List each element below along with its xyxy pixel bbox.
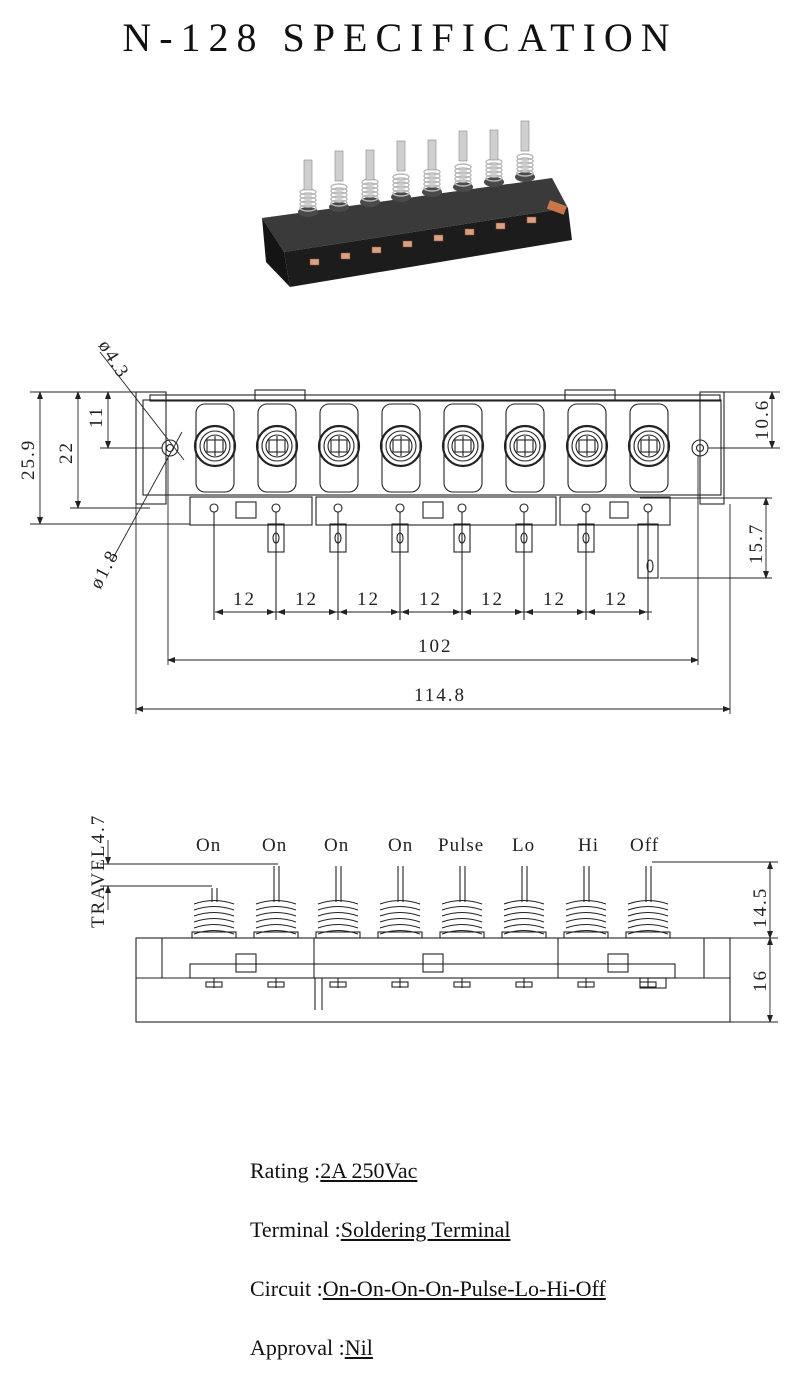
position-label: On (196, 835, 221, 856)
switch-housing (565, 403, 609, 493)
product-illustration (262, 120, 572, 287)
dim-travel: TRAVEL4.7 (88, 814, 109, 928)
illu-tab (402, 240, 413, 248)
spec-label: Terminal : (250, 1217, 341, 1242)
dim-height-22: 22 (56, 441, 77, 464)
terminal-pin (329, 503, 347, 620)
pitch-label: 12 (543, 589, 566, 610)
illu-tab (526, 216, 537, 224)
illu-plunger (515, 120, 535, 182)
spring-plunger (377, 866, 423, 988)
illu-plunger (298, 159, 318, 217)
dim-width-102: 102 (418, 636, 453, 657)
page-title: N-128 SPECIFICATION (122, 15, 678, 60)
terminal-pin (209, 503, 219, 620)
illu-plunger (484, 129, 504, 187)
spec-value: On-On-On-On-Pulse-Lo-Hi-Off (322, 1276, 606, 1301)
position-label: Off (630, 835, 659, 856)
spec-list: Rating :2A 250Vac Terminal :Soldering Te… (250, 1158, 606, 1394)
dim-hole-dia: ø4.3 (94, 337, 134, 383)
dim-height-16: 16 (750, 969, 771, 992)
spring-plunger (563, 866, 609, 988)
pitch-label: 12 (357, 589, 380, 610)
switch-housing (193, 403, 237, 493)
spec-circuit: Circuit :On-On-On-On-Pulse-Lo-Hi-Off (250, 1276, 606, 1335)
spec-approval: Approval :Nil (250, 1335, 606, 1394)
pitch-label: 12 (295, 589, 318, 610)
illu-plunger (360, 149, 380, 207)
position-label: Hi (578, 835, 599, 856)
spec-value: 2A 250Vac (320, 1158, 418, 1183)
illu-tab (495, 222, 506, 230)
position-label: Pulse (438, 835, 484, 856)
dim-height-25-9: 25.9 (18, 439, 39, 480)
spring-plunger (253, 866, 299, 988)
spec-label: Rating : (250, 1158, 321, 1183)
terminal-pin (267, 503, 285, 620)
dim-pin-dia: ø1.8 (86, 546, 124, 592)
side-view (135, 866, 731, 1023)
spec-value: Soldering Terminal (340, 1217, 511, 1242)
illu-plunger (422, 139, 442, 197)
pitch-label: 12 (481, 589, 504, 610)
pitch-label: 12 (605, 589, 628, 610)
spec-label: Approval : (250, 1335, 345, 1360)
spring-plunger (191, 888, 237, 988)
terminal-pin (453, 503, 471, 620)
dim-height-14-5: 14.5 (750, 887, 771, 928)
illu-plunger (391, 140, 411, 202)
dim-height-15-7: 15.7 (746, 523, 767, 564)
switch-housing (255, 403, 299, 493)
dim-height-11: 11 (86, 406, 107, 428)
pitch-label: 12 (233, 589, 256, 610)
switch-housing (441, 403, 485, 493)
switch-housing (503, 403, 547, 493)
illu-tab (433, 234, 444, 242)
illu-tab (309, 258, 320, 266)
spring-plunger (625, 866, 671, 988)
spec-label: Circuit : (250, 1276, 323, 1301)
switch-housing (317, 403, 361, 493)
spring-plunger (501, 866, 547, 988)
top-view (135, 389, 725, 620)
dim-height-10-6: 10.6 (752, 399, 773, 440)
dim-width-114-8: 114.8 (414, 685, 466, 706)
spec-terminal: Terminal :Soldering Terminal (250, 1217, 606, 1276)
illu-plunger (329, 150, 349, 212)
switch-housing (627, 403, 671, 493)
illu-tab (340, 252, 351, 260)
position-label: Lo (512, 835, 535, 856)
terminal-pin (515, 503, 533, 620)
illu-tab (464, 228, 475, 236)
switch-housing (379, 403, 423, 493)
spec-value: Nil (344, 1335, 373, 1360)
spring-plunger (439, 866, 485, 988)
spec-rating: Rating :2A 250Vac (250, 1158, 606, 1217)
position-label: On (324, 835, 349, 856)
illu-tab (371, 246, 382, 254)
terminal-pin (391, 503, 409, 620)
position-label: On (388, 835, 413, 856)
terminal-pin (637, 503, 659, 620)
spring-plunger (315, 866, 361, 988)
position-label: On (262, 835, 287, 856)
terminal-pin (577, 503, 595, 620)
pitch-label: 12 (419, 589, 442, 610)
illu-plunger (453, 130, 473, 192)
